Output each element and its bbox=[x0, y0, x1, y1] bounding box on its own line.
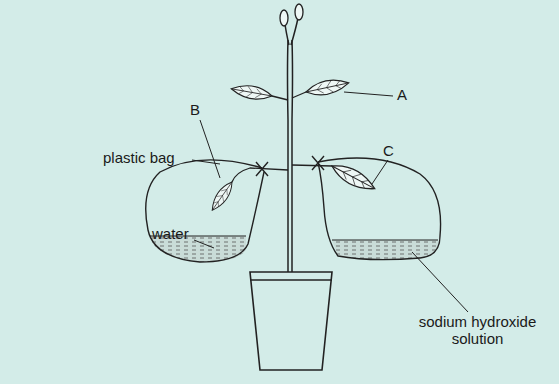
leaf bbox=[230, 83, 288, 103]
part-letter: C bbox=[383, 143, 394, 160]
plastic-bag bbox=[146, 160, 268, 262]
part-label: water bbox=[152, 226, 189, 243]
plant-stem bbox=[285, 18, 298, 272]
part-letter: A bbox=[397, 87, 407, 104]
leader-line bbox=[192, 92, 468, 312]
part-label: plastic bag bbox=[103, 150, 175, 167]
plastic-bag bbox=[312, 156, 441, 260]
part-label: sodium hydroxide solution bbox=[410, 314, 545, 347]
leaf bbox=[292, 76, 350, 98]
flower-pot bbox=[250, 272, 332, 370]
flower-bud bbox=[280, 4, 303, 26]
leaf bbox=[292, 160, 378, 196]
leaf bbox=[208, 168, 288, 213]
part-letter: B bbox=[190, 102, 200, 119]
